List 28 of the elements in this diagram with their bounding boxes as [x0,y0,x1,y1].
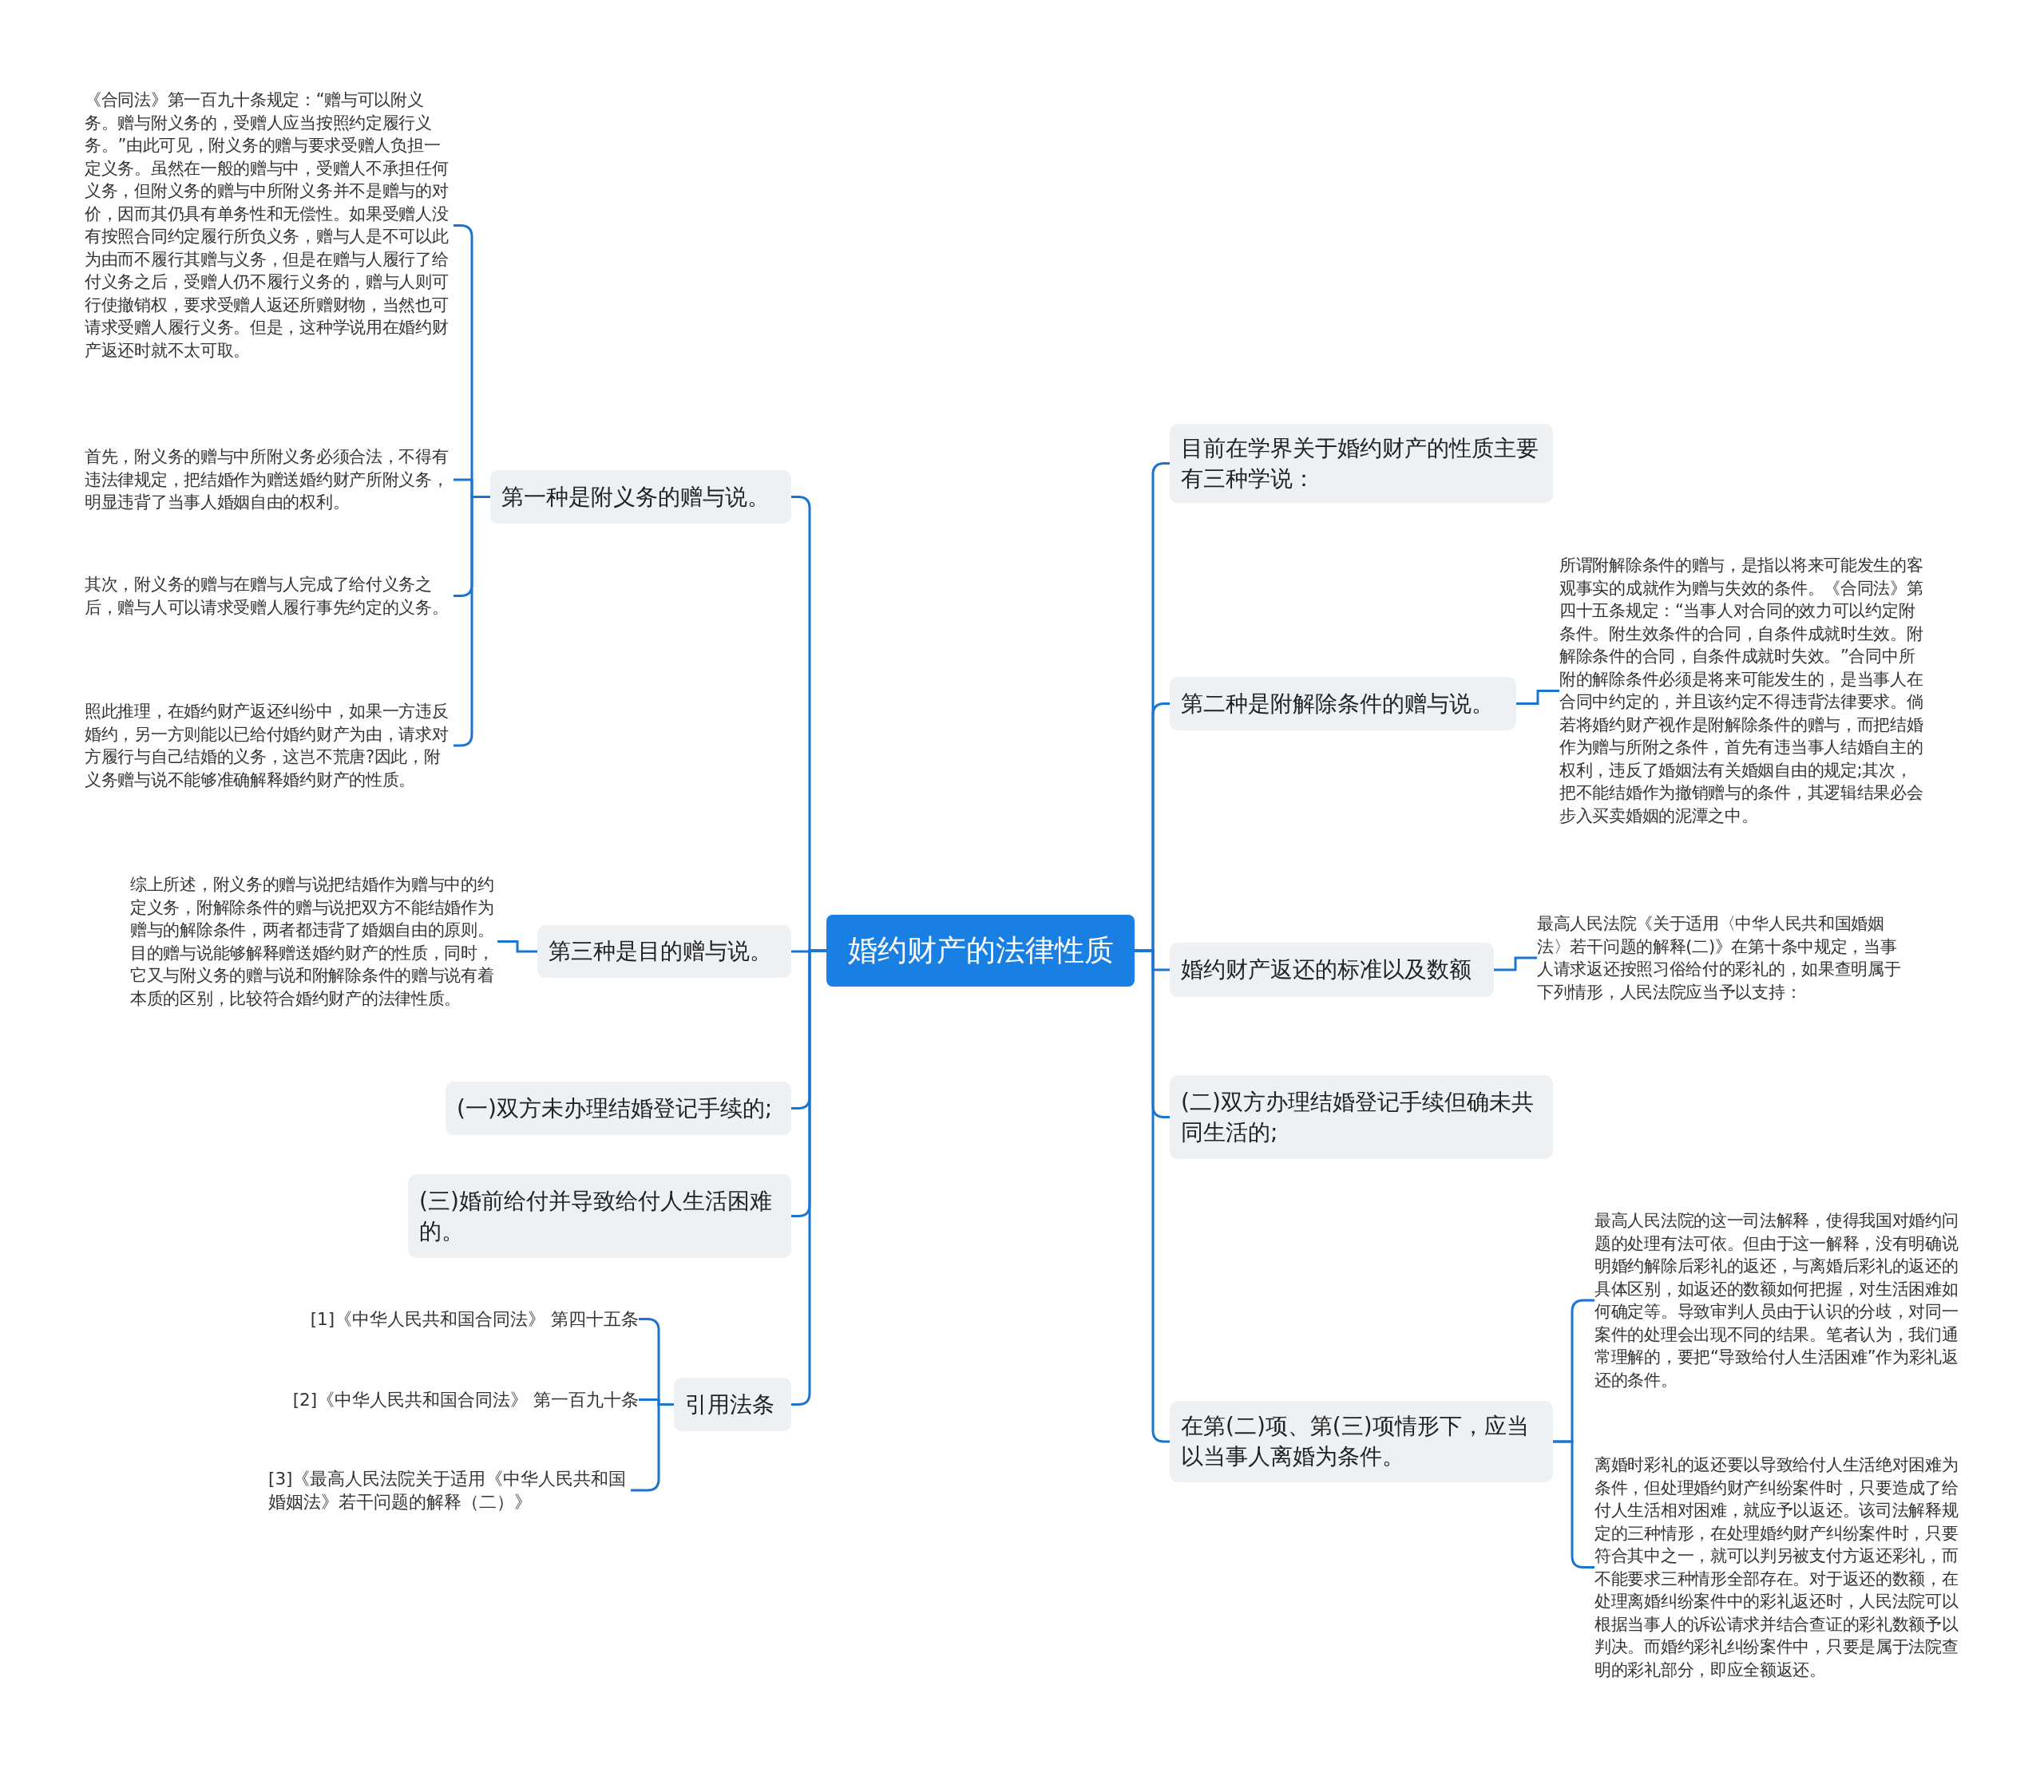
note-text: 离婚时彩礼的返还要以导致给付人生活绝对困难为条件，但处理婚约财产纠纷案件时，只要造成了给付人生活相对困难，就应予以返还。该司法解释规定的三种情形，在处理婚约财产纠纷案件时，只要符合其中之一，就可以判另被支付方返还彩礼，而不能要求三种情形全部存在。对于返还的数额，在处理离婚纠纷案件中的彩礼返还时，人民法院可以根据当事人的诉讼请求并结合查证的彩礼数额予以判决。而婚约彩礼纠纷案件中，只要是属于法院查明的彩礼部分，即应全额返还。 [1594,1454,1959,1681]
note-text: 首先，附义务的赠与中所附义务必须合法，不得有违法律规定，把结婚作为赠送婚约财产所附义务，明显违背了当事人婚姻自由的权利。 [85,446,450,514]
reference-text: [1]《中华人民共和国合同法》 第四十五条 [310,1308,639,1331]
topic-box: 第三种是目的赠与说。 [537,925,791,978]
note-text: 综上所述，附义务的赠与说把结婚作为赠与中的约定义务，附解除条件的赠与说把双方不能结婚作为赠与的解除条件，两者都违背了婚姻自由的原则。目的赠与说能够解释赠送婚约财产的性质，同时，它又与附义务的赠与说和附解除条件的赠与说有着本质的区别，比较符合婚约财产的法律性质。 [130,874,495,1010]
note-text: 《合同法》第一百九十条规定：“赠与可以附义务。赠与附义务的，受赠人应当按照约定履行义务。”由此可见，附义务的赠与要求受赠人负担一定义务。虽然在一般的赠与中，受赠人不承担任何义务，但附义务的赠与中所附义务并不是赠与的对价，因而其仍具有单务性和无偿性。如果受赠人没有按照合同约定履行所负义务，赠与人是不可以此为由而不履行其赠与义务，但是在赠与人履行了给付义务之后，受赠人仍不履行义务的，赠与人则可行使撤销权，要求受赠人返还所赠财物，当然也可请求受赠人履行义务。但是，这种学说用在婚约财产返还时就不太可取。 [85,89,450,362]
connector-line [1516,690,1559,705]
topic-box: (三)婚前给付并导致给付人生活困难的。 [408,1174,791,1258]
topic-box: 在第(二)项、第(三)项情形下，应当以当事人离婚为条件。 [1170,1401,1553,1482]
topic-box: 引用法条 [674,1378,791,1431]
note-text: 所谓附解除条件的赠与，是指以将来可能发生的客观事实的成就作为赠与失效的条件。《合同法》第四十五条规定：“当事人对合同的效力可以约定附条件。附生效条件的合同，自条件成就时生效。附解除条件的合同，自条件成就时失效。”合同中所附的解除条件必须是将来可能发生的，是当事人在合同中约定的，并且该约定不得违背法律要求。倘若将婚约财产视作是附解除条件的赠与，而把结婚作为赠与所附之条件，首先有违当事人结婚自主的权利，违反了婚姻法有关婚姻自由的规定;其次，把不能结婚作为撤销赠与的条件，其逻辑结果必会步入买卖婚姻的泥潭之中。 [1559,555,1924,827]
note-text: 最高人民法院《关于适用〈中华人民共和国婚姻法〉若干问题的解释(二)》在第十条中规定，当事人请求返还按照习俗给付的彩礼的，如果查明属于下列情形，人民法院应当予以支持： [1537,913,1902,1003]
connector-line [1494,956,1537,971]
topic-box: (一)双方未办理结婚登记手续的; [446,1082,791,1135]
note-text: 其次，附义务的赠与在赠与人完成了给付义务之后，赠与人可以请求受赠人履行事先约定的义务。 [85,574,450,619]
topic-box: 婚约财产返还的标准以及数额 [1170,943,1494,997]
topic-box: 目前在学界关于婚约财产的性质主要有三种学说： [1170,424,1553,503]
reference-text: [3]《最高人民法院关于适用《中华人民共和国婚姻法》若干问题的解释（二）》 [268,1468,628,1514]
connector-line [631,1403,674,1492]
connector-line [497,940,537,953]
topic-box: (二)双方办理结婚登记手续但确未共同生活的; [1170,1075,1553,1159]
central-topic-box: 婚约财产的法律性质 [826,915,1135,987]
note-text: 最高人民法院的这一司法解释，使得我国对婚约问题的处理有法可依。但由于这一解释，没有明确说明婚约解除后彩礼的返还，与离婚后彩礼的返还的具体区别，如返还的数额如何把握，对生活困难如何确定等。导致审判人员由于认识的分歧，对同一案件的处理会出现不同的结果。笔者认为，我们通常理解的，要把“导致给付人生活困难”作为彩礼返还的条件。 [1594,1210,1959,1391]
reference-text: [2]《中华人民共和国合同法》 第一百九十条 [292,1389,639,1411]
connector-line [791,949,826,1406]
topic-box: 第一种是附义务的赠与说。 [490,470,791,524]
topic-box: 第二种是附解除条件的赠与说。 [1170,677,1516,730]
note-text: 照此推理，在婚约财产返还纠纷中，如果一方违反婚约，另一方则能以已给付婚约财产为由，请求对方履行与自己结婚的义务，这岂不荒唐?因此，附义务赠与说不能够准确解释婚约财产的性质。 [85,701,450,791]
